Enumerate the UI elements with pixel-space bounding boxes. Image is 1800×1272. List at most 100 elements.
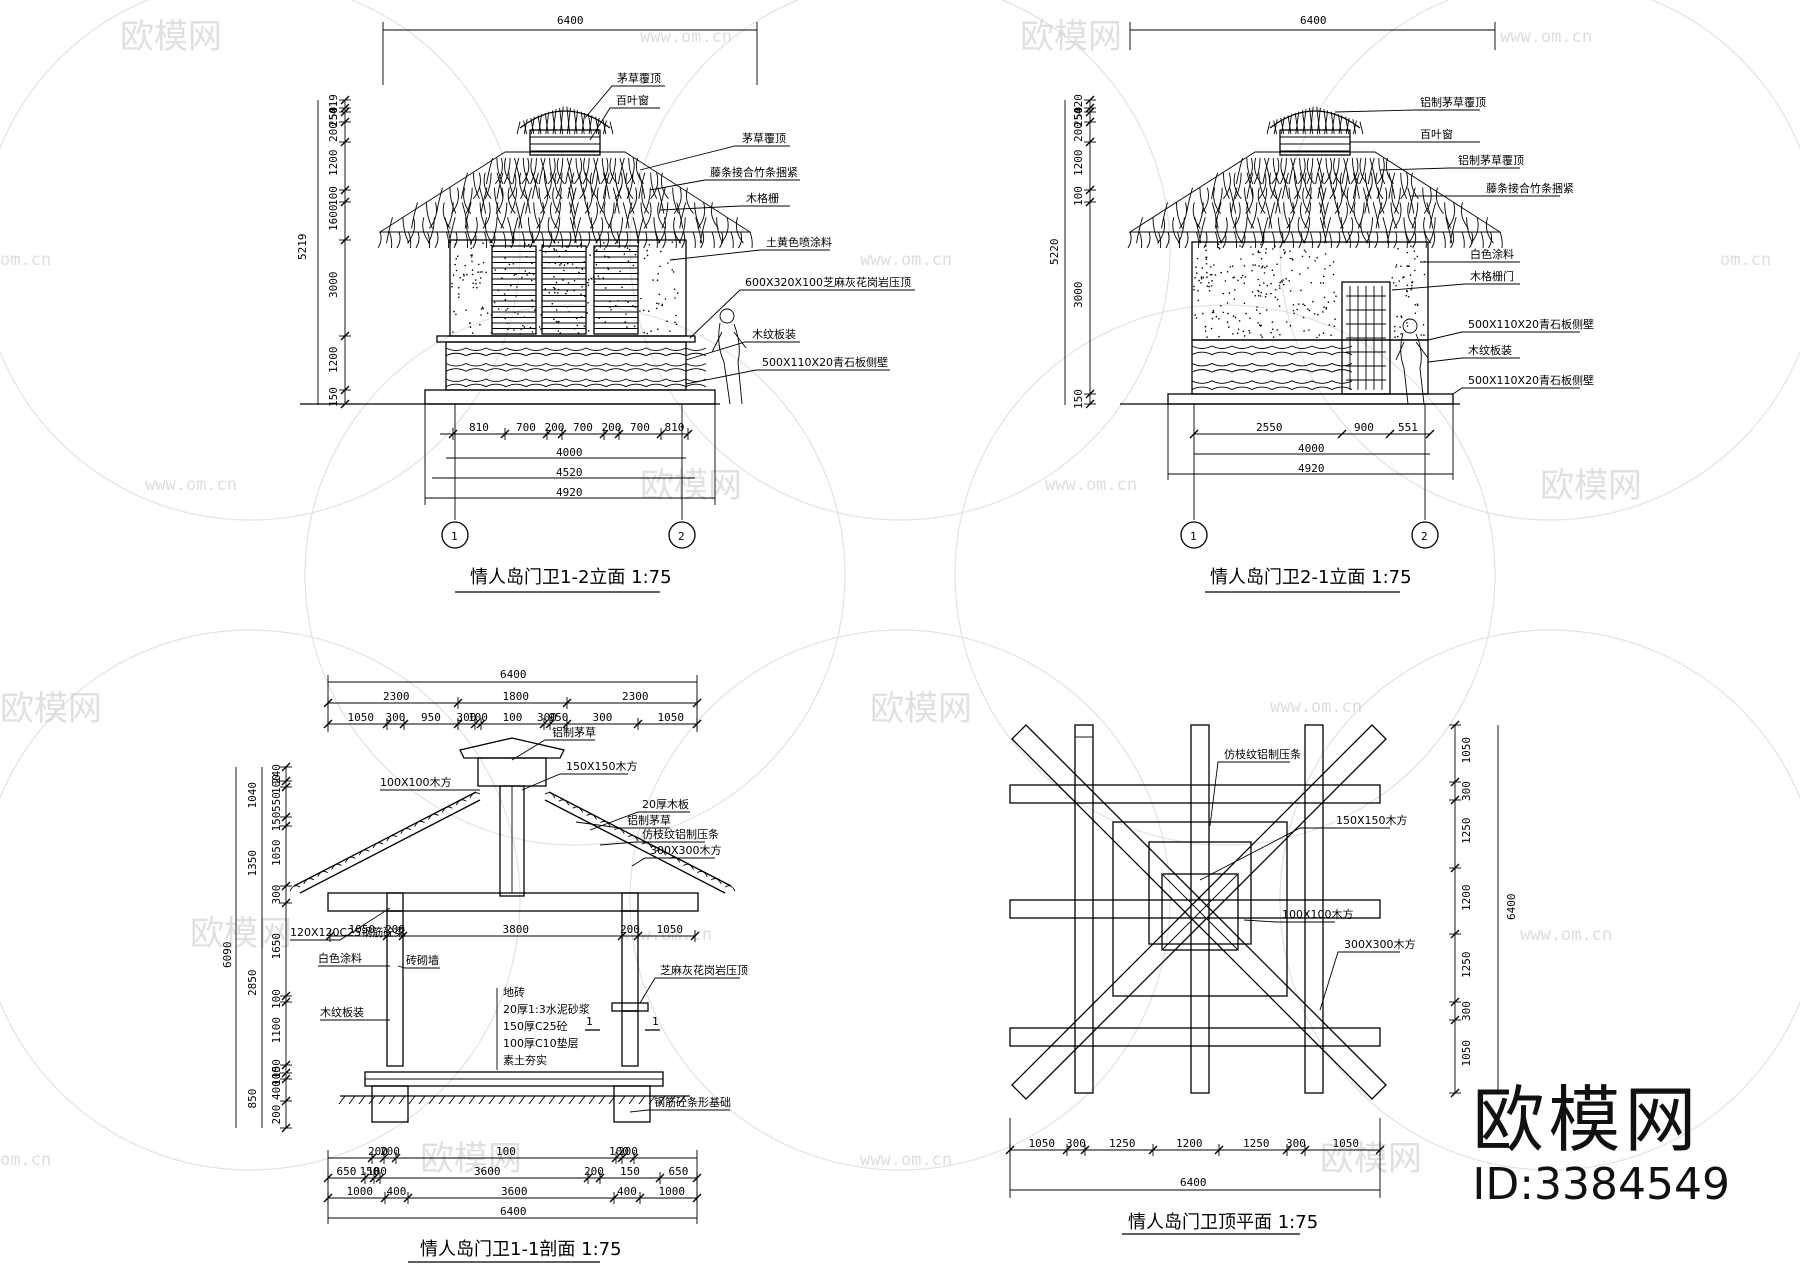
stipple-dot bbox=[1413, 250, 1416, 252]
dim-text: 500X110X20青石板侧壁 bbox=[762, 355, 888, 369]
stipple-dot bbox=[505, 309, 507, 311]
stipple-dot bbox=[627, 260, 630, 263]
stipple-dot bbox=[480, 314, 482, 316]
stipple-dot bbox=[534, 309, 536, 311]
dim-text: 100 bbox=[503, 711, 523, 724]
stipple-dot bbox=[1193, 285, 1195, 288]
stipple-dot bbox=[1308, 255, 1311, 258]
watermark-brand: 欧模网 bbox=[190, 914, 292, 954]
thatch-strand bbox=[1240, 217, 1248, 244]
ground-hatch-line bbox=[408, 1095, 416, 1105]
stipple-dot bbox=[1333, 291, 1335, 294]
thatch-strand bbox=[1435, 187, 1444, 214]
roof-tile bbox=[697, 870, 708, 877]
stipple-dot bbox=[633, 325, 636, 328]
stipple-dot bbox=[1233, 276, 1236, 279]
axis-label: 2 bbox=[1421, 530, 1428, 543]
thatch-strand bbox=[514, 157, 521, 185]
stipple-dot bbox=[1208, 285, 1210, 288]
stipple-dot bbox=[1288, 280, 1290, 282]
dim-text: 400 bbox=[387, 1185, 407, 1198]
stipple-dot bbox=[624, 321, 626, 323]
stipple-dot bbox=[1257, 289, 1259, 292]
stipple-dot bbox=[493, 301, 496, 304]
stipple-dot bbox=[1274, 296, 1276, 299]
stipple-dot bbox=[576, 324, 579, 327]
stipple-dot bbox=[1276, 329, 1278, 331]
ground-hatch-line bbox=[678, 1095, 686, 1105]
thatch-strand bbox=[523, 187, 531, 214]
thatch-strand bbox=[1211, 202, 1219, 229]
thatch-strand bbox=[1324, 157, 1332, 185]
stipple-dot bbox=[538, 326, 541, 328]
dim-text: 砖砌墙 bbox=[406, 953, 439, 967]
cut-label: 1 bbox=[586, 1015, 593, 1028]
thatch-strand bbox=[550, 202, 558, 229]
stipple-dot bbox=[657, 272, 659, 275]
dim-text: 200 bbox=[545, 421, 565, 434]
roof-tile bbox=[344, 856, 356, 863]
roof-tile bbox=[428, 813, 439, 820]
dim-text: 200 bbox=[385, 923, 405, 936]
thatch-strand bbox=[1329, 172, 1337, 200]
stipple-dot bbox=[643, 331, 646, 334]
stipple-dot bbox=[648, 243, 651, 246]
stucco-texture bbox=[1193, 243, 1426, 339]
thatch-strand bbox=[1304, 202, 1311, 229]
thatch-strand bbox=[1375, 202, 1383, 229]
thatch-strand bbox=[1136, 217, 1143, 244]
leader-line bbox=[511, 739, 548, 761]
thatch-strand bbox=[595, 116, 600, 135]
stipple-dot bbox=[1217, 243, 1220, 246]
dim-text: 1050 bbox=[658, 711, 685, 724]
stipple-dot bbox=[1302, 303, 1304, 306]
thatch-strand bbox=[446, 202, 454, 229]
stipple-dot bbox=[1285, 321, 1288, 323]
stipple-dot bbox=[553, 249, 556, 251]
stipple-dot bbox=[674, 297, 676, 299]
leader-line bbox=[589, 107, 614, 141]
thatch-fringe bbox=[415, 231, 420, 249]
dim-text: 茅草覆顶 bbox=[617, 72, 661, 85]
stipple-dot bbox=[471, 254, 474, 256]
stipple-dot bbox=[1323, 296, 1326, 299]
stipple-dot bbox=[597, 275, 600, 277]
stipple-dot bbox=[1200, 277, 1203, 280]
thatch-strand bbox=[638, 172, 646, 199]
person-figure bbox=[1395, 318, 1429, 405]
stipple-dot bbox=[1232, 277, 1234, 279]
wood-grain bbox=[445, 347, 707, 351]
dim-text: 白色涂料 bbox=[318, 951, 362, 965]
thatch-strand bbox=[1407, 202, 1416, 229]
thatch-strand bbox=[1175, 202, 1183, 229]
dim-text: 150X150木方 bbox=[566, 759, 638, 773]
stipple-dot bbox=[671, 241, 674, 243]
stipple-dot bbox=[1202, 312, 1204, 315]
stipple-dot bbox=[1303, 249, 1306, 252]
thatch-strand bbox=[1386, 217, 1394, 244]
view-title: 情人岛门卫1-1剖面 1:75 bbox=[420, 1239, 622, 1260]
roof-tile bbox=[469, 792, 481, 799]
stipple-dot bbox=[1258, 324, 1261, 327]
thatch-strand bbox=[1282, 217, 1291, 244]
thatch-strand bbox=[1351, 157, 1359, 185]
watermark-text-layer: 欧模网 欧模网 欧模网 欧模网 欧模网 欧模网 欧模网 欧模网 欧模网 www.… bbox=[0, 17, 1771, 1179]
stipple-dot bbox=[1257, 322, 1259, 324]
stipple-dot bbox=[451, 282, 453, 285]
stipple-dot bbox=[508, 263, 511, 266]
thatch-strand bbox=[590, 172, 598, 200]
stipple-dot bbox=[458, 296, 460, 299]
thatch-strand bbox=[1343, 157, 1351, 185]
thatch-strand bbox=[1334, 187, 1343, 214]
stipple-dot bbox=[1423, 334, 1425, 337]
stipple-dot bbox=[1405, 294, 1408, 297]
dim-text: 500X110X20青石板侧壁 bbox=[1468, 373, 1594, 387]
thatch-strand bbox=[1407, 187, 1415, 214]
thatch-strand bbox=[1352, 172, 1360, 199]
leader-line bbox=[1452, 387, 1466, 395]
thatch-strand bbox=[504, 157, 513, 185]
ground-hatch-line bbox=[438, 1095, 446, 1105]
stipple-dot bbox=[1265, 248, 1267, 250]
stipple-dot bbox=[1205, 258, 1208, 261]
